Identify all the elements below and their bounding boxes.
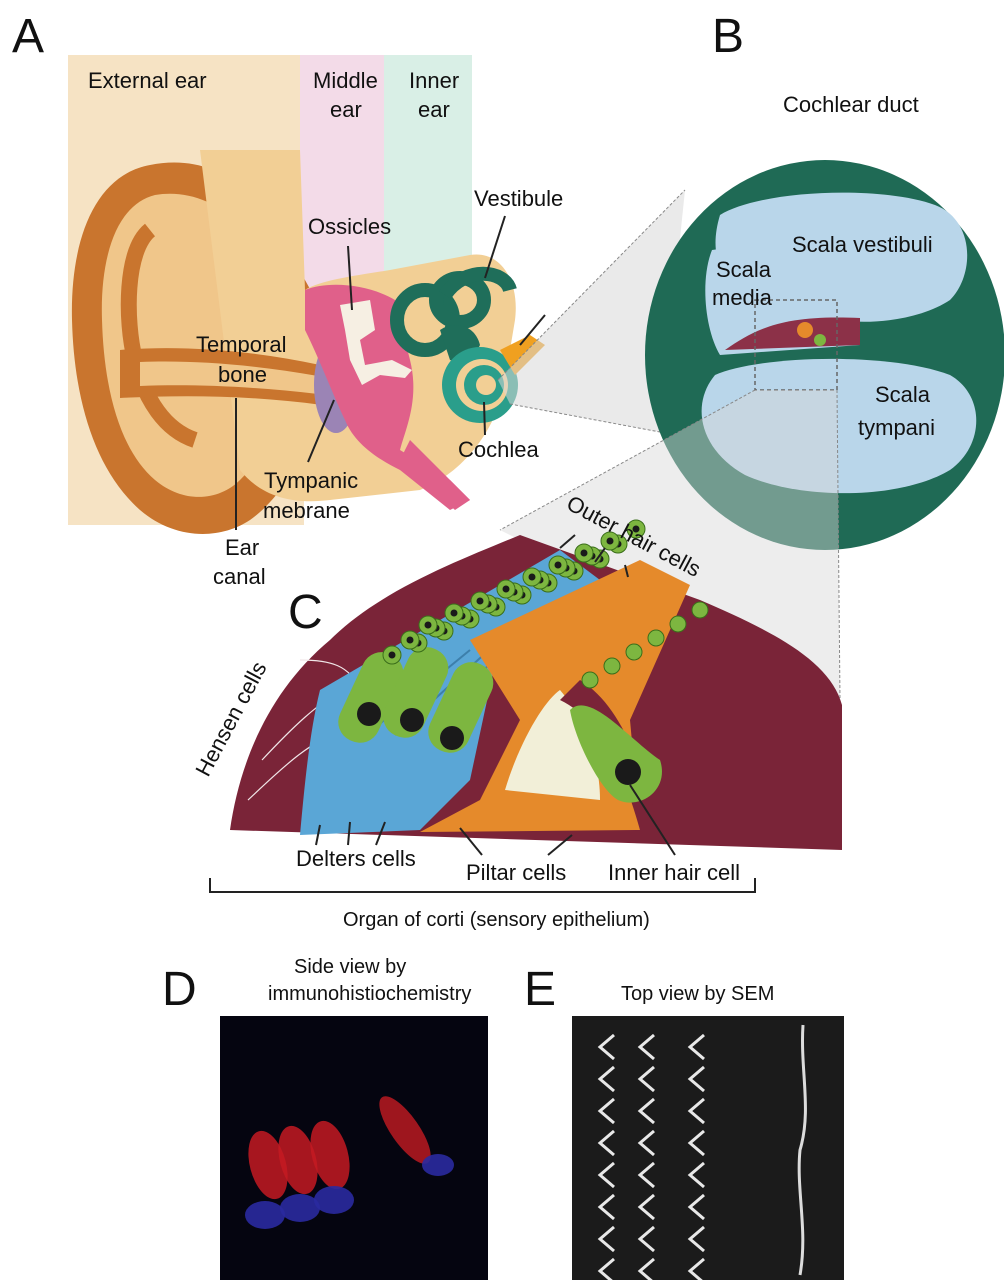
label-external-ear: External ear [88,68,207,93]
label-ossicles: Ossicles [308,214,391,239]
hair-bundle-dot [503,586,510,593]
label-scala-media-2: media [712,285,773,310]
label-d-title-1: Side view by [294,956,406,978]
label-middle-ear-2: ear [330,97,362,122]
hair-bundle-dot [425,622,432,629]
label-ear-canal-1: Ear [225,535,259,560]
label-ear-canal-2: canal [213,564,266,589]
panel-label-e: E [524,963,556,1016]
hair-bundle-dot [555,562,562,569]
label-delters-cells: Delters cells [296,846,416,871]
label-d-title-2: immunohistiochemistry [268,983,471,1005]
label-inner-hair-cell: Inner hair cell [608,860,740,885]
label-organ-of-corti: Organ of corti (sensory epithelium) [343,909,650,931]
hair-bundle-dot [389,652,396,659]
hair-bundle-dot [529,574,536,581]
label-scala-tympani-1: Scala [875,382,931,407]
inner-hair-cell-top [582,672,598,688]
label-scala-tympani-2: tympani [858,415,935,440]
label-scala-vestibuli: Scala vestibuli [792,232,933,257]
panel-e-sem: E Top view by SEM [524,963,844,1280]
label-piltar-cells: Piltar cells [466,860,566,885]
panel-label-a: A [12,10,44,63]
inner-hair-cell-top [626,644,642,660]
label-middle-ear-1: Middle [313,68,378,93]
hair-bundle-dot [581,550,588,557]
panel-label-c: C [288,586,323,639]
hair-bundle-dot [451,610,458,617]
inner-hair-cell-top [604,658,620,674]
inner-hair-cell-top [670,616,686,632]
inner-hair-cell-top [648,630,664,646]
panel-d-immuno: D Side view by immunohistiochemistry [162,956,488,1280]
label-e-title: Top view by SEM [621,983,774,1005]
label-temporal-bone-2: bone [218,362,267,387]
label-tympanic-1: Tympanic [264,468,358,493]
label-tympanic-2: mebrane [263,498,350,523]
label-cochlea: Cochlea [458,437,539,462]
inner-hair-cell-top [692,602,708,618]
label-vestibule: Vestibule [474,186,563,211]
label-inner-ear-1: Inner [409,68,459,93]
panel-label-b: B [712,10,744,63]
label-cochlear-duct: Cochlear duct [783,92,919,117]
label-temporal-bone-1: Temporal [196,332,286,357]
panel-label-d: D [162,963,197,1016]
label-scala-media-1: Scala [716,257,772,282]
hair-bundle-dot [477,598,484,605]
label-inner-ear-2: ear [418,97,450,122]
panel-a-ear: A External ear Middle ear Inner ear Ossi… [12,10,563,589]
hair-bundle-dot [407,637,414,644]
